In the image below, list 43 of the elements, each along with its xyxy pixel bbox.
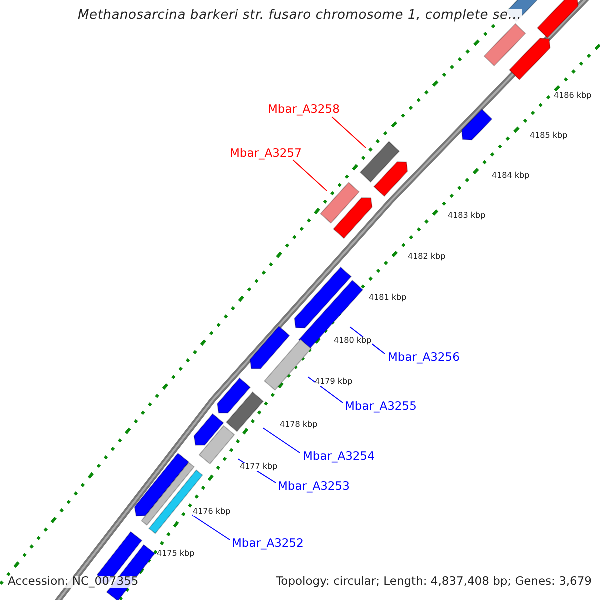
scale-label: 4179 kbp [315, 378, 353, 386]
gene-block [374, 161, 408, 198]
topology-text: Topology: circular; Length: 4,837,408 bp; Genes: 3,679 [276, 576, 592, 588]
leader-line [332, 116, 366, 148]
gene-block [294, 266, 352, 329]
leader-line [192, 514, 230, 540]
scale-label: 4185 kbp [530, 132, 568, 140]
gene-label: Mbar_A3255 [345, 401, 417, 412]
scale-label: 4186 kbp [554, 92, 592, 100]
gene-block [461, 108, 493, 141]
gene-block [333, 197, 373, 240]
scale-label: 4180 kbp [334, 337, 372, 345]
leader-line [292, 160, 328, 192]
gene-block [250, 326, 290, 370]
gene-label: Mbar_A3258 [268, 104, 340, 116]
scale-label: 4183 kbp [448, 212, 486, 220]
scale-label: 4175 kbp [157, 550, 195, 558]
gene-block [360, 141, 400, 183]
gene-label: Mbar_A3252 [232, 538, 304, 550]
scale-label: 4177 kbp [240, 463, 278, 471]
gene-block [198, 425, 236, 465]
scale-label: 4176 kbp [193, 508, 231, 516]
scale-label: 4181 kbp [369, 294, 407, 302]
gene-block [264, 338, 312, 392]
gene-label: Mbar_A3256 [388, 352, 460, 364]
gene-label: Mbar_A3254 [303, 451, 375, 462]
gene-block [217, 378, 252, 414]
accession-text: Accession: NC_007355 [8, 576, 139, 588]
gene-block [226, 392, 264, 432]
gene-block [194, 413, 224, 446]
scale-label: 4178 kbp [280, 421, 318, 429]
gene-block [508, 38, 551, 81]
gene-label: Mbar_A3257 [230, 148, 302, 160]
gene-block [320, 182, 360, 224]
map-title: Methanosarcina barkeri str. fusaro chromosome 1, complete se... [78, 9, 522, 22]
gene-block [484, 23, 526, 67]
leader-line [262, 428, 300, 454]
gene-block [536, 0, 579, 39]
gene-block [134, 452, 190, 517]
scale-label: 4182 kbp [408, 253, 446, 261]
scale-label: 4184 kbp [492, 172, 530, 180]
leader-line [308, 376, 344, 404]
gene-label: Mbar_A3253 [278, 481, 350, 492]
